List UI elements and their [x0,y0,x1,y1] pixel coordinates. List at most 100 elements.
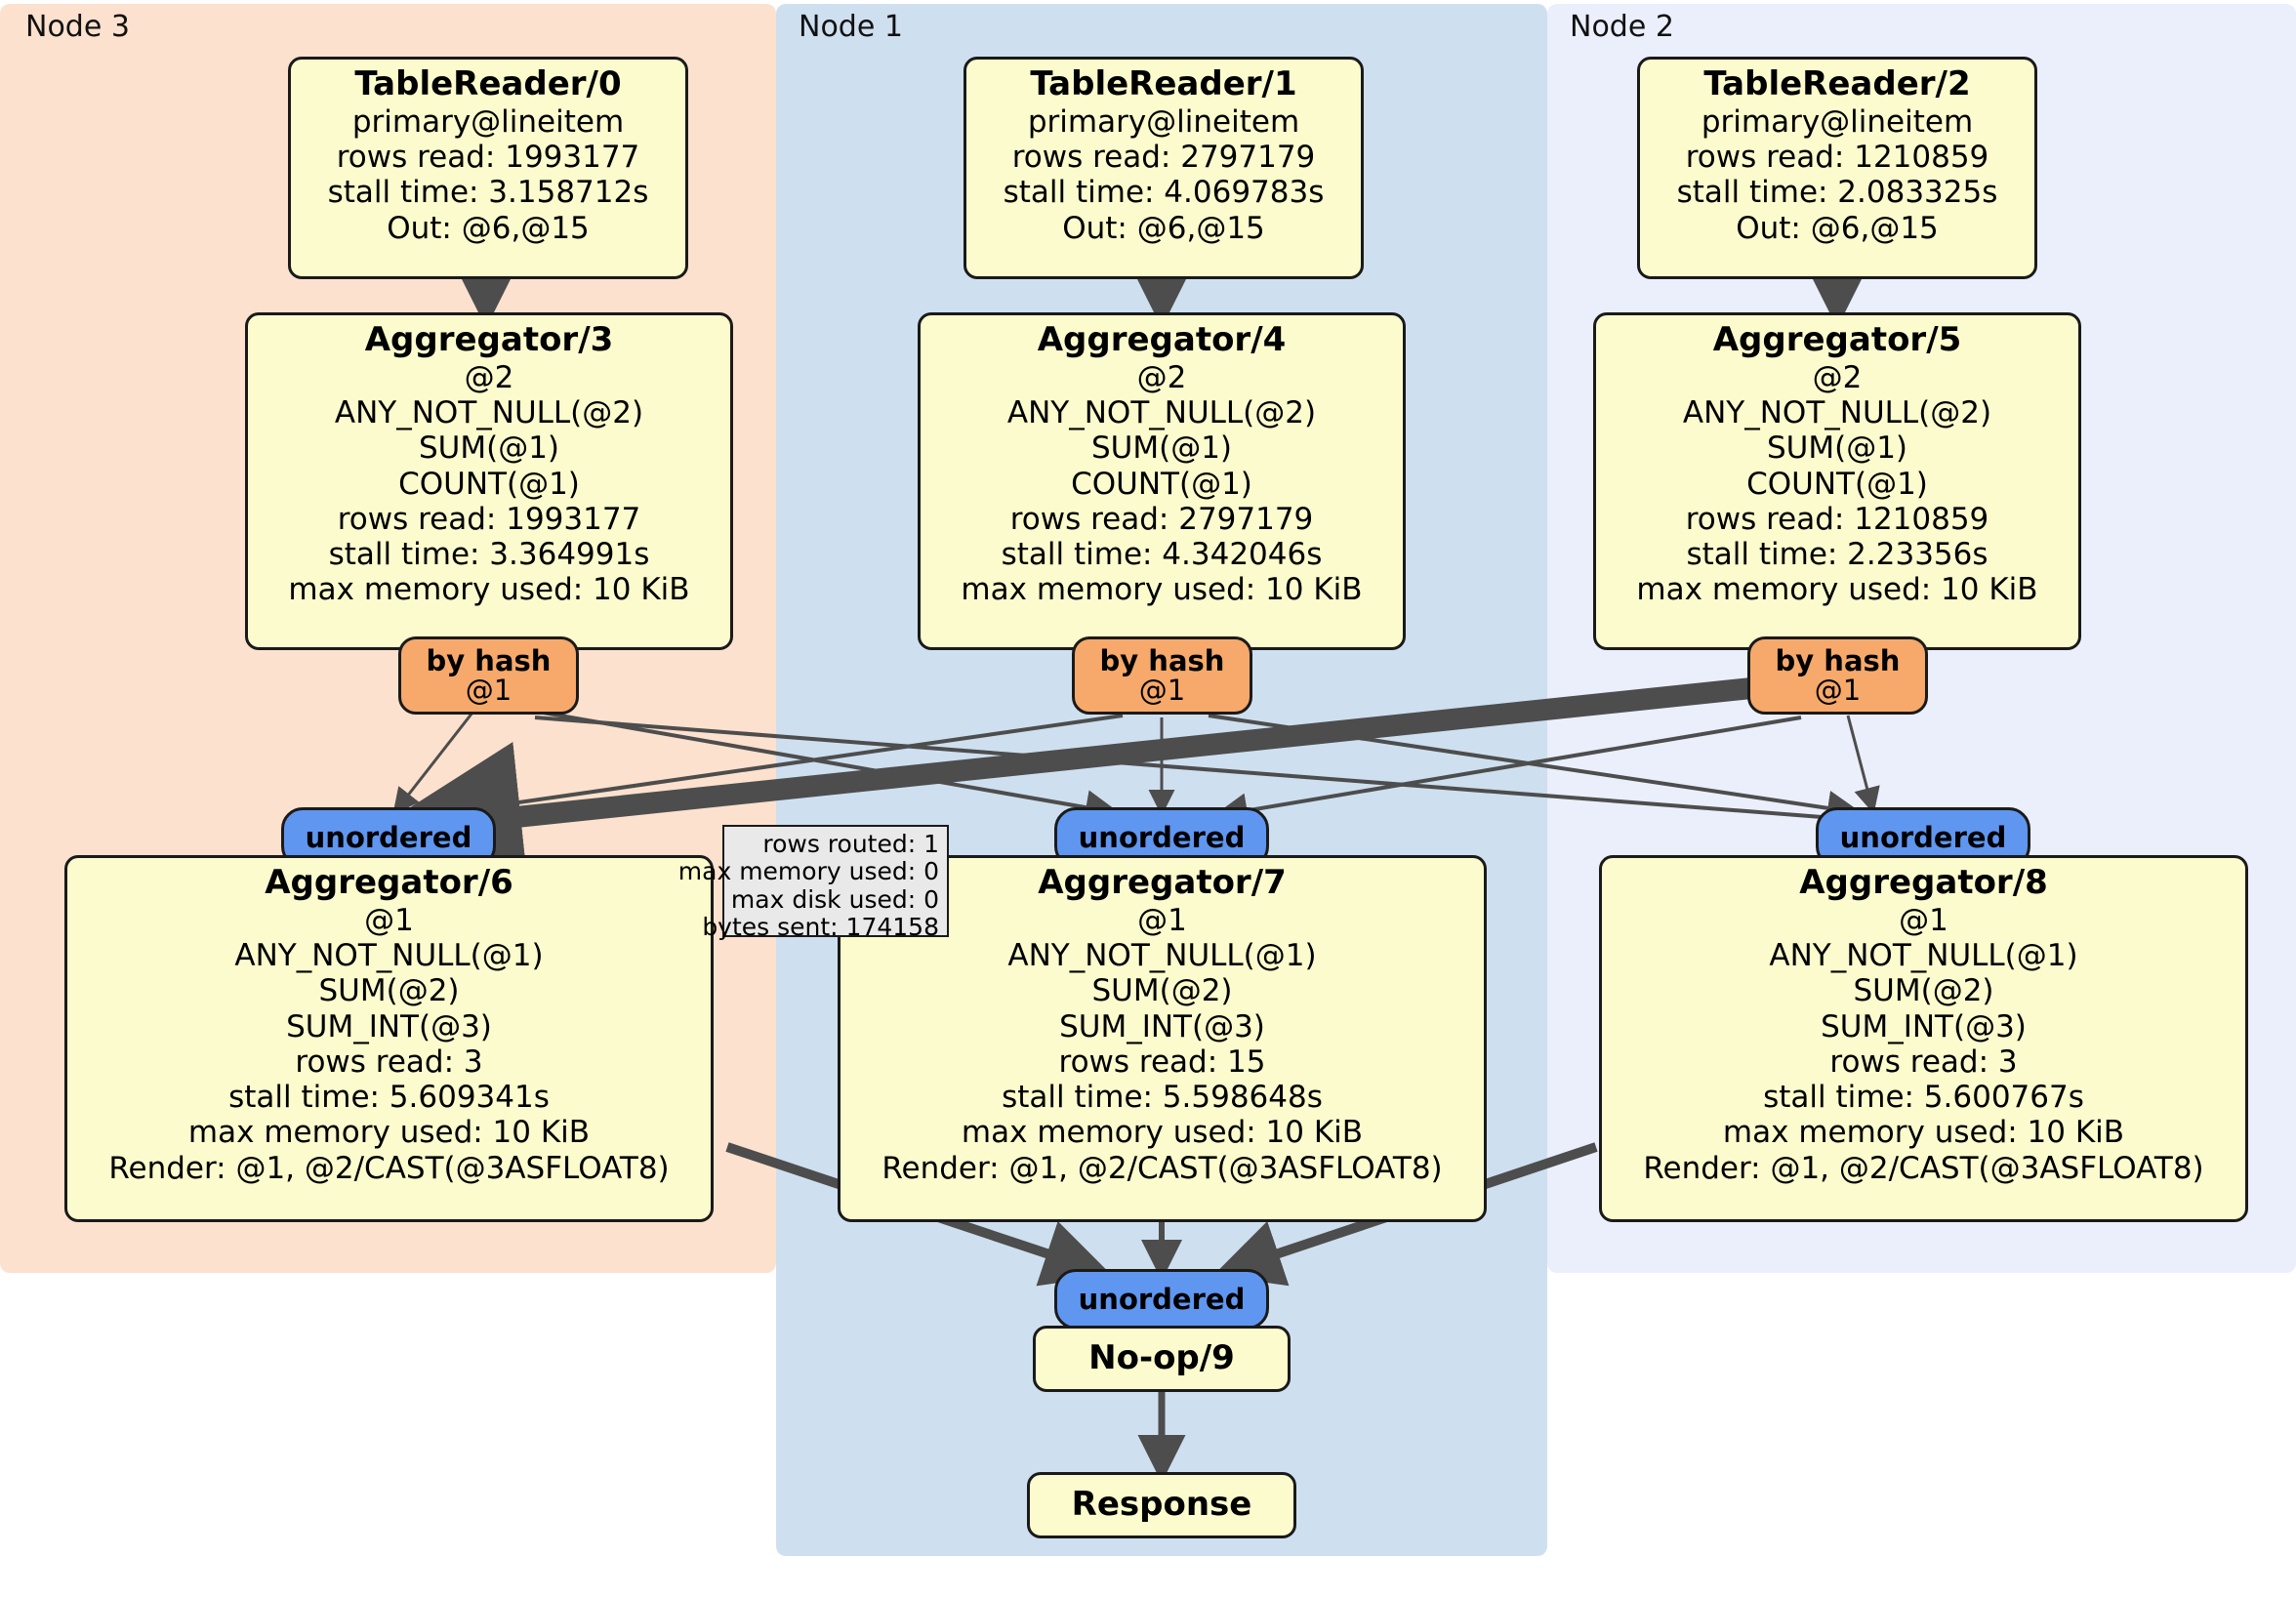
router-column: @1 [1138,674,1186,707]
node-detail: stall time: 4.069783s [1003,175,1325,211]
node-detail: Render: @1, @2/CAST(@3ASFLOAT8) [1643,1150,2204,1186]
node-title: No-op/9 [1088,1338,1235,1378]
edge-stat-max-disk: max disk used: 0 [730,884,939,914]
node-detail: rows read: 3 [295,1044,483,1080]
node-detail: COUNT(@1) [398,466,580,502]
node-tablereader-1[interactable]: TableReader/1 primary@lineitem rows read… [964,57,1364,279]
node-detail: max memory used: 10 KiB [961,1115,1364,1151]
node-detail: max memory used: 10 KiB [1636,572,2038,608]
node-detail: stall time: 2.23356s [1686,537,1988,573]
node-detail: ANY_NOT_NULL(@1) [1769,938,2078,974]
node-detail: SUM_INT(@3) [1059,1008,1265,1044]
node-detail: ANY_NOT_NULL(@2) [1682,395,1992,431]
node-detail: SUM(@1) [1766,430,1908,467]
node-title: Aggregator/4 [1037,320,1287,359]
cluster-label-node-3: Node 3 [25,10,130,44]
node-aggregator-7[interactable]: Aggregator/7 @1 ANY_NOT_NULL(@1) SUM(@2)… [838,855,1487,1222]
router-label: by hash [1099,643,1225,677]
router-by-hash-4[interactable]: by hash @1 [1072,636,1252,715]
node-aggregator-6[interactable]: Aggregator/6 @1 ANY_NOT_NULL(@1) SUM(@2)… [64,855,714,1222]
node-aggregator-3[interactable]: Aggregator/3 @2 ANY_NOT_NULL(@2) SUM(@1)… [245,312,733,650]
node-detail: SUM(@1) [1090,430,1233,467]
node-title: Aggregator/8 [1799,863,2048,902]
cluster-label-node-2: Node 2 [1570,10,1674,44]
node-detail: SUM_INT(@3) [1821,1008,2027,1044]
node-detail: primary@lineitem [1701,103,1974,140]
router-label: by hash [1775,643,1901,677]
node-noop-9[interactable]: No-op/9 [1033,1326,1291,1392]
node-detail: primary@lineitem [351,103,625,140]
node-title: Aggregator/3 [364,320,614,359]
node-aggregator-4[interactable]: Aggregator/4 @2 ANY_NOT_NULL(@2) SUM(@1)… [918,312,1406,650]
node-detail: rows read: 1210859 [1685,501,1989,537]
node-detail: max memory used: 10 KiB [288,572,690,608]
node-detail: rows read: 2797179 [1009,501,1314,537]
node-aggregator-5[interactable]: Aggregator/5 @2 ANY_NOT_NULL(@2) SUM(@1)… [1593,312,2081,650]
node-detail: SUM(@1) [418,430,560,467]
node-detail: rows read: 1993177 [336,140,640,176]
node-detail: COUNT(@1) [1071,466,1252,502]
node-detail: ANY_NOT_NULL(@2) [334,395,644,431]
synchronizer-label: unordered [1839,821,2007,854]
node-detail: SUM(@2) [1853,973,1994,1009]
node-detail: stall time: 2.083325s [1676,175,1998,211]
node-detail: primary@lineitem [1027,103,1300,140]
node-detail: @2 [464,359,514,395]
node-detail: @1 [364,902,414,938]
edge-stat-rows-routed: rows routed: 1 [762,830,939,858]
node-response[interactable]: Response [1027,1472,1296,1538]
node-detail: stall time: 5.600767s [1763,1080,2084,1116]
node-detail: max memory used: 10 KiB [961,572,1363,608]
node-detail: ANY_NOT_NULL(@2) [1006,395,1317,431]
node-detail: Render: @1, @2/CAST(@3ASFLOAT8) [108,1150,670,1186]
router-by-hash-3[interactable]: by hash @1 [398,636,579,715]
node-detail: rows read: 2797179 [1011,140,1316,176]
synchronizer-unordered-9[interactable]: unordered [1054,1269,1269,1330]
synchronizer-label: unordered [1078,1283,1246,1316]
node-detail: stall time: 3.364991s [328,537,650,573]
router-label: by hash [426,643,552,677]
synchronizer-label: unordered [1078,821,1246,854]
node-detail: max memory used: 10 KiB [187,1115,591,1151]
node-title: TableReader/0 [354,64,622,103]
node-detail: rows read: 3 [1829,1044,2018,1080]
node-detail: @2 [1136,359,1187,395]
node-detail: SUM(@2) [1091,973,1233,1009]
node-detail: SUM(@2) [318,973,460,1009]
node-detail: @1 [1137,902,1187,938]
node-detail: rows read: 1210859 [1685,140,1989,176]
node-detail: ANY_NOT_NULL(@1) [1007,938,1317,974]
router-column: @1 [465,674,512,707]
node-title: TableReader/1 [1030,64,1297,103]
node-title: TableReader/2 [1703,64,1971,103]
edge-stat-max-memory: max memory used: 0 [677,857,939,886]
synchronizer-label: unordered [305,821,472,854]
node-title: Aggregator/7 [1038,863,1287,902]
node-aggregator-8[interactable]: Aggregator/8 @1 ANY_NOT_NULL(@1) SUM(@2)… [1599,855,2248,1222]
node-detail: rows read: 15 [1058,1044,1266,1080]
node-title: Aggregator/5 [1712,320,1962,359]
node-detail: Out: @6,@15 [387,210,590,246]
cluster-label-node-1: Node 1 [799,10,903,44]
node-detail: stall time: 4.342046s [1001,537,1323,573]
node-detail: @1 [1899,902,1948,938]
router-by-hash-5[interactable]: by hash @1 [1747,636,1928,715]
node-tablereader-2[interactable]: TableReader/2 primary@lineitem rows read… [1637,57,2037,279]
node-detail: Out: @6,@15 [1062,210,1265,246]
node-detail: stall time: 5.609341s [228,1080,550,1116]
edge-stat-bytes-sent: bytes sent: 174158 [702,912,939,941]
node-detail: @2 [1812,359,1863,395]
node-title: Aggregator/6 [265,863,513,902]
node-detail: rows read: 1993177 [337,501,641,537]
edge-stats-tooltip: rows routed: 1 max memory used: 0 max di… [678,825,949,941]
synchronizer-unordered-8[interactable]: unordered [1816,807,2030,868]
node-tablereader-0[interactable]: TableReader/0 primary@lineitem rows read… [288,57,688,279]
node-detail: COUNT(@1) [1746,466,1928,502]
node-detail: Render: @1, @2/CAST(@3ASFLOAT8) [882,1150,1443,1186]
node-title: Response [1071,1485,1252,1525]
node-detail: ANY_NOT_NULL(@1) [234,938,544,974]
node-detail: stall time: 5.598648s [1002,1080,1323,1116]
router-column: @1 [1814,674,1862,707]
node-detail: max memory used: 10 KiB [1722,1115,2125,1151]
